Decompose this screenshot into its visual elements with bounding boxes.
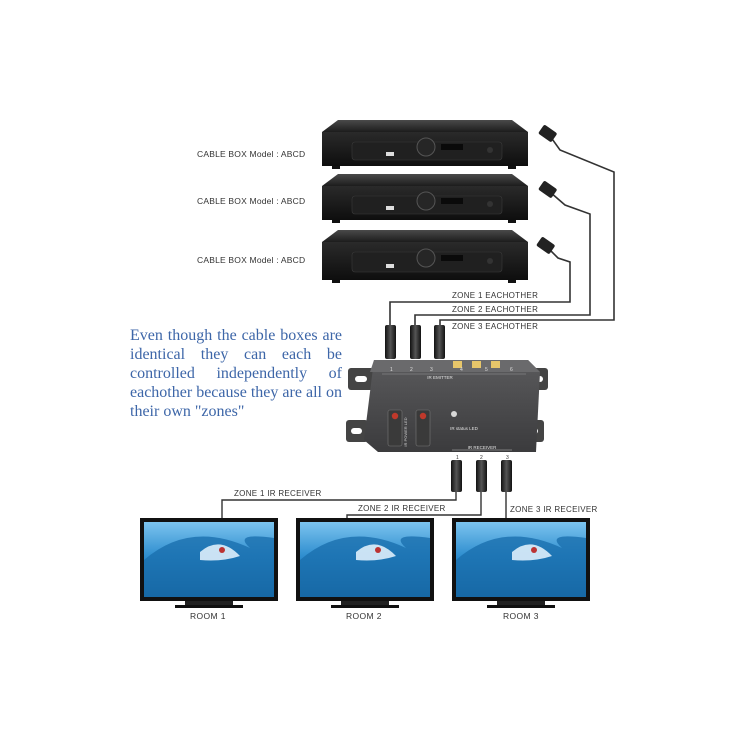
cable-box-2-label: CABLE BOX Model : ABCD (197, 196, 306, 206)
emitter-zone-3-label: ZONE 3 EACHOTHER (452, 322, 539, 331)
description-text: Even though the cable boxes are identica… (130, 327, 342, 420)
emitter-head-2 (538, 181, 557, 198)
hub-receiver-jacks (451, 460, 512, 492)
ir-hub (346, 360, 548, 452)
hub-status-label: IR status LED (450, 426, 479, 431)
wire-zone-1 (389, 247, 571, 330)
emitter-wires (389, 135, 615, 330)
room-2-label: ROOM 2 (346, 611, 382, 621)
tv-room-1 (140, 518, 278, 608)
cable-box-3-label: CABLE BOX Model : ABCD (197, 255, 306, 265)
port-number: 2 (480, 455, 483, 461)
port-number: 6 (510, 367, 513, 373)
port-number: 3 (430, 367, 433, 373)
tv-room-3 (452, 518, 590, 608)
cable-box-1-label: CABLE BOX Model : ABCD (197, 149, 306, 159)
wire-rx-zone-1 (221, 492, 457, 520)
port-number: 1 (390, 367, 393, 373)
emitter-zone-1-label: ZONE 1 EACHOTHER (452, 291, 539, 300)
hub-emitter-label: IR EMITTER (427, 375, 453, 380)
wire-zone-2 (414, 191, 591, 330)
receiver-zone-1-label: ZONE 1 IR RECEIVER (234, 489, 322, 498)
cable-box-1 (322, 120, 528, 169)
cable-box-2 (322, 174, 528, 223)
wire-zone-3 (439, 135, 615, 330)
ir-emitter-heads (536, 125, 557, 254)
port-number: 1 (456, 455, 459, 461)
receiver-zone-2-label: ZONE 2 IR RECEIVER (358, 504, 446, 513)
receiver-zone-3-label: ZONE 3 IR RECEIVER (510, 505, 598, 514)
hub-power-text: IR POWER LED (403, 417, 408, 446)
port-number: 2 (410, 367, 413, 373)
hub-port-numbers-top: 1 2 3 4 5 6 (390, 367, 513, 373)
emitter-zone-2-label: ZONE 2 EACHOTHER (452, 305, 539, 314)
port-number: 5 (485, 367, 488, 373)
port-number: 3 (506, 455, 509, 461)
emitter-head-3 (536, 237, 555, 254)
port-number: 4 (460, 367, 463, 373)
emitter-head-1 (538, 125, 557, 142)
hub-port-numbers-bottom: 1 2 3 (456, 455, 509, 461)
hub-receiver-label: IR RECEIVER (468, 445, 498, 450)
room-3-label: ROOM 3 (503, 611, 539, 621)
tv-room-2 (296, 518, 434, 608)
cable-box-3 (322, 230, 528, 283)
hub-emitter-jacks (385, 325, 445, 359)
room-1-label: ROOM 1 (190, 611, 226, 621)
